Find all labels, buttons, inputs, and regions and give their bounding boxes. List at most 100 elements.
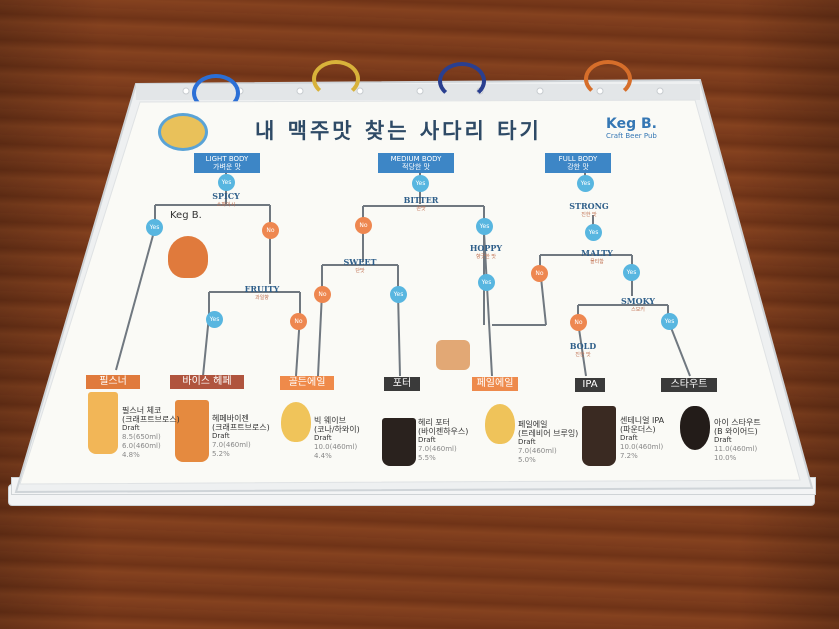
beer-serve: Draft [518,438,536,446]
beer-serve: Draft [314,434,332,442]
column-full-body: FULL BODY 강한 맛 [545,153,611,173]
beer-abv: 5.5% [418,454,436,462]
beer-abv: 5.0% [518,456,536,464]
column-medium-label: MEDIUM BODY [390,155,442,163]
beer-brewery: (파운더스) [620,425,656,434]
yes-badge: Yes [585,224,602,241]
beer-brewery: (크래프트브로스) [212,423,270,432]
column-light-label: LIGHT BODY [205,155,249,163]
question-bold-label: BOLD [569,341,597,351]
yes-badge: Yes [412,175,429,192]
no-badge: No [570,314,587,331]
page-title: 내 맥주맛 찾는 사다리 타기 [255,119,542,143]
beer-name: 페일에일 [518,420,548,429]
beer-price: 10.0(460ml) [620,443,664,451]
beer-serve: Draft [122,424,140,432]
beer-brewery: (바이젠하우스) [418,427,469,436]
weizen-glass [175,400,209,462]
question-smoky-sub: 스모키 [631,307,645,313]
column-light-body: LIGHT BODY 가벼운 맛 [194,153,260,173]
question-hoppy-sub: 향긋한 맛 [476,254,496,260]
stout-glass [680,406,710,450]
column-medium-body: MEDIUM BODY 적당한 맛 [378,153,454,173]
beer-info-pilsner: 필스너 체코 (크래프트브로스) Draft 8.5(650ml) 6.0(46… [122,406,182,460]
column-medium-sub: 적당한 맛 [402,163,430,171]
beer-info-ipa: 센테니얼 IPA (파운더스) Draft 10.0(460ml) 7.2% [620,416,680,461]
column-full-label: FULL BODY [558,155,598,163]
no-badge: No [314,286,331,303]
question-malty-sub: 몰티함 [590,259,604,265]
logo-tagline: Craft Beer Pub [606,132,657,140]
beer-brewery: (크래프트브로스) [122,415,180,424]
yes-badge: Yes [476,218,493,235]
beer-label-porter: 포터 [384,377,420,391]
beer-label-pilsner: 필스너 [86,375,140,389]
beer-info-pale-ale: 페일에일 (트레비어 브루잉) Draft 7.0(460ml) 5.0% [518,420,580,465]
beer-price: 10.0(460ml) [314,443,358,451]
binder-ring-gold [312,60,360,98]
beer-label-pale-ale: 페일에일 [472,377,518,391]
question-hoppy-label: HOPPY [469,243,503,253]
beer-label-ipa: IPA [575,378,605,392]
no-badge: No [531,265,548,282]
logo-name: Keg B. [606,116,657,132]
yes-badge: Yes [390,286,407,303]
pale-ale-glass [485,404,515,444]
binder-ring-blue [192,74,240,112]
beer-serve: Draft [418,436,436,444]
beer-abv: 4.4% [314,452,332,460]
beer-abv: 7.2% [620,452,638,460]
ipa-glass [582,406,616,466]
keg-b-logo: Keg B. Craft Beer Pub [606,116,657,140]
question-spicy-label: SPICY [212,191,240,201]
beer-abv: 10.0% [714,454,737,462]
question-strong-label: STRONG [569,201,609,211]
beer-brewery: (코나/하와이) [314,425,360,434]
beer-label-golden-ale: 골든에일 [280,376,334,390]
beer-name: 센테니얼 IPA [620,416,665,425]
beer-name: 아이 스타우트 [714,418,761,427]
column-full-sub: 강한 맛 [567,163,589,171]
porter-glass [382,418,416,466]
beer-price: 7.0(460ml) [212,441,251,449]
yes-badge: Yes [206,311,223,328]
beer-serve: Draft [212,432,230,440]
binder-ring-orange [584,60,632,98]
tulip-glass [281,402,311,442]
beer-name: 빅 웨이브 [314,416,346,425]
question-malty-label: MALTY [581,248,613,258]
beer-info-weiss: 헤페바이젠 (크래프트브로스) Draft 7.0(460ml) 5.2% [212,414,274,459]
question-strong-sub: 진한 맛 [581,212,597,218]
beer-brewery: (트레비어 브루잉) [518,429,579,438]
question-spicy-sub: 스파이시 [216,202,236,208]
beer-price: 7.0(460ml) [418,445,457,453]
pub-emblem [158,113,208,151]
pilsner-glass [88,392,118,454]
beer-brewery: (B 와이어드) [714,427,758,436]
beer-serve: Draft [620,434,638,442]
no-badge: No [355,217,372,234]
binder-ring-navy [438,62,486,100]
yes-badge: Yes [577,175,594,192]
beer-name: 헤페바이젠 [212,414,249,423]
cat-mascot-illustration [168,236,208,278]
barrel-cat-illustration [436,340,470,370]
beer-info-stout: 아이 스타우트 (B 와이어드) Draft 11.0(460ml) 10.0% [714,418,778,463]
column-light-sub: 가벼운 맛 [213,163,241,171]
question-fruity-label: FRUITY [244,284,280,294]
cat-sign: Keg B. [170,210,202,221]
beer-info-porter: 헤리 포터 (바이젠하우스) Draft 7.0(460ml) 5.5% [418,418,478,463]
beer-serve: Draft [714,436,732,444]
beer-price: 11.0(460ml) [714,445,758,453]
question-sweet-label: SWEET [343,257,377,267]
beer-price: 7.0(460ml) [518,447,557,455]
yes-badge: Yes [478,274,495,291]
